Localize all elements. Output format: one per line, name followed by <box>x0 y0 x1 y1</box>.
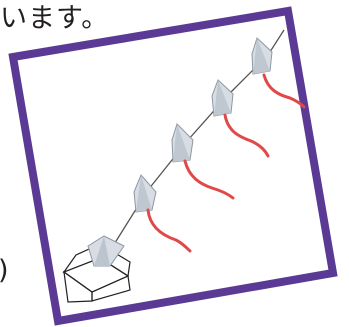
caption-text: います。 <box>0 3 110 34</box>
kite-4 <box>211 79 270 158</box>
kite-3 <box>171 123 235 200</box>
kite-4-tail <box>223 113 270 158</box>
kite-5-tail <box>262 73 306 109</box>
kite-2-tail <box>146 208 192 253</box>
kite-2 <box>133 174 192 253</box>
illustration-card <box>8 6 338 326</box>
kite-1 <box>87 235 125 267</box>
kite-3-tail <box>183 159 235 200</box>
kite-5 <box>251 37 306 109</box>
closing-parenthesis: ) <box>0 254 9 288</box>
